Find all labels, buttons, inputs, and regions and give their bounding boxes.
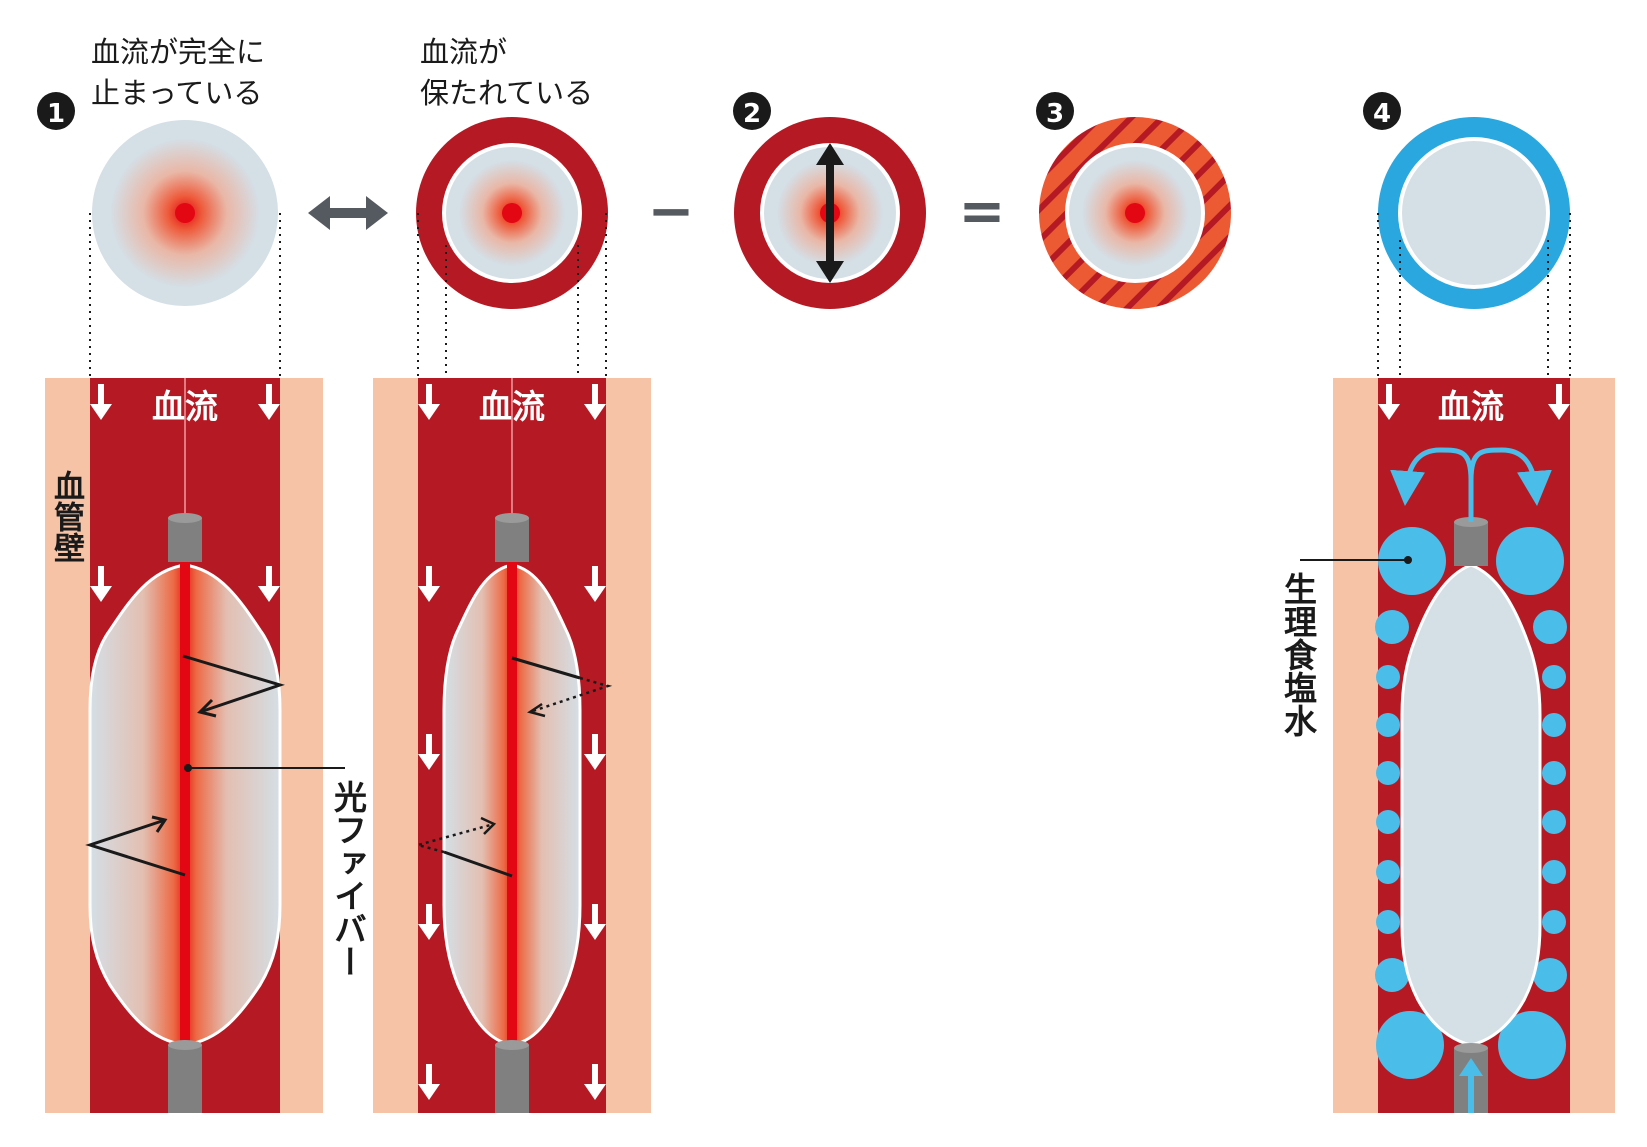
minus-operator: −	[648, 179, 695, 244]
cross-section-stopped-flow	[92, 120, 278, 306]
vessel-panel-kept-flow	[373, 378, 651, 1113]
svg-text:4: 4	[1373, 99, 1391, 129]
marker-4: 4	[1363, 92, 1401, 130]
blood-flow-label-1: 血流	[152, 387, 218, 426]
marker-2: 2	[733, 92, 771, 130]
equals-operator: =	[959, 179, 1006, 244]
saline-label: 生理食塩水	[1279, 572, 1318, 737]
caption-kept-line2: 保たれている	[420, 76, 593, 110]
vessel-panel-saline	[1333, 378, 1615, 1113]
double-arrow-horizontal-icon	[308, 196, 388, 230]
svg-text:3: 3	[1046, 99, 1064, 129]
cross-section-saline	[1378, 117, 1570, 309]
caption-stopped-line1: 血流が完全に	[91, 35, 265, 69]
blood-flow-label-3: 血流	[1438, 387, 1504, 426]
caption-stopped-line2: 止まっている	[91, 76, 262, 110]
optical-fiber-label: 光ファイバー	[329, 780, 368, 978]
vessel-wall-label: 血管壁	[48, 470, 85, 563]
marker-3: 3	[1036, 92, 1074, 130]
cross-section-kept-flow	[416, 117, 608, 309]
svg-text:1: 1	[47, 99, 65, 129]
caption-kept-line1: 血流が	[420, 35, 507, 69]
marker-1: 1	[37, 92, 75, 130]
cross-section-hatched	[1039, 117, 1231, 309]
svg-text:2: 2	[743, 99, 761, 129]
saline-leader-dot	[1404, 556, 1412, 564]
blood-flow-label-2: 血流	[479, 387, 545, 426]
double-arrow-vertical-icon	[816, 143, 844, 283]
vessel-panel-stopped	[45, 378, 323, 1113]
